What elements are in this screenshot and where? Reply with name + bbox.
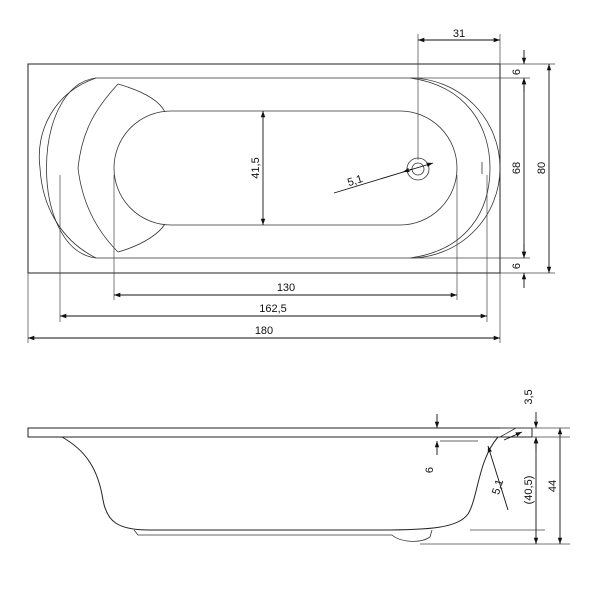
backrest-outer-curve — [38, 77, 97, 259]
side-dim-5-1-line — [487, 445, 509, 511]
dim-31-label: 31 — [453, 28, 465, 40]
dim-80-label: 80 — [536, 162, 548, 174]
dim-6-bottom-label: 6 — [511, 263, 523, 269]
side-dim-3-5-label: 3,5 — [523, 389, 535, 404]
tub-rim-side — [27, 427, 533, 438]
dim-130-label: 130 — [277, 282, 295, 294]
side-dim-40-5-label: (40,5) — [523, 476, 535, 505]
dim-41-5-label: 41,5 — [250, 157, 262, 178]
top-view: 31 41,5 5,1 6 68 6 80 130 162,5 180 — [27, 28, 555, 343]
drain-slope-line — [499, 427, 517, 438]
backrest-seat-line-lower — [117, 223, 166, 253]
side-view: 3,5 (40,5) 44 6 5,1 — [27, 389, 570, 545]
dim-180-label: 180 — [255, 325, 273, 337]
dim-68-label: 68 — [511, 162, 523, 174]
tub-feet-base — [133, 529, 433, 542]
dim-162-5-label: 162,5 — [259, 303, 287, 315]
side-dim-6-label: 6 — [424, 467, 436, 473]
dim-5-1-label: 5,1 — [346, 173, 364, 189]
dim-6-top-label: 6 — [511, 69, 523, 75]
dim-5-1-leader — [333, 162, 434, 194]
backrest-slope-curve — [77, 83, 119, 253]
side-dim-5-1-line-b — [503, 431, 523, 441]
foot-end-curve — [409, 77, 491, 259]
backrest-seat-line — [117, 83, 166, 113]
tub-basin-outline — [46, 77, 501, 259]
side-dim-44-label: 44 — [547, 480, 559, 492]
tub-body-side-profile — [61, 436, 499, 531]
side-dim-5-1-label: 5,1 — [490, 478, 506, 496]
dim-5-1-tick — [402, 167, 413, 173]
drain-icon — [406, 157, 430, 181]
tub-bottom-floor — [113, 110, 458, 226]
